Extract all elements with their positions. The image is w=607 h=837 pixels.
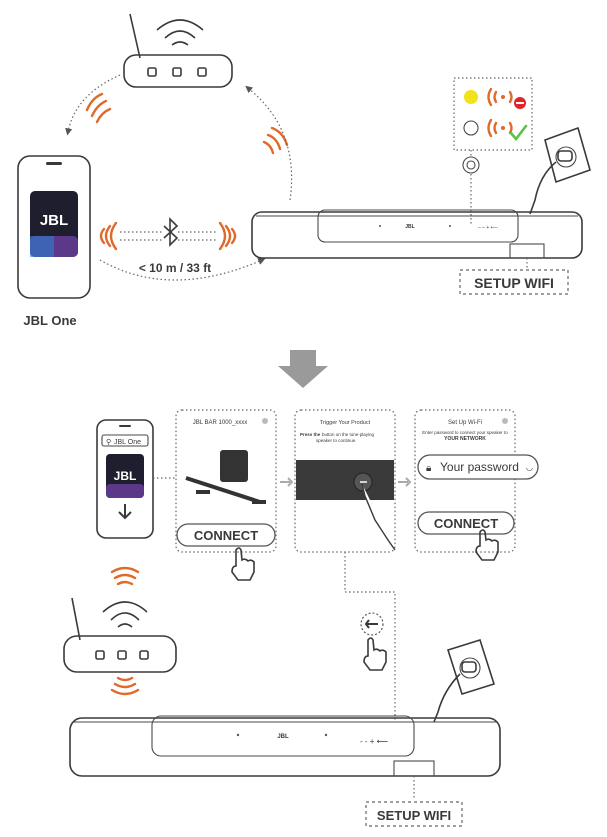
- step-arrow: [278, 350, 328, 388]
- router-icon: [63, 566, 177, 696]
- svg-text:JBL BAR 1000_xxxx: JBL BAR 1000_xxxx: [193, 420, 247, 426]
- lock-icon: 🔒︎: [426, 463, 431, 474]
- svg-text:JBL: JBL: [277, 734, 289, 740]
- distance-label: < 10 m / 33 ft: [139, 261, 211, 275]
- download-arrow-icon: [118, 504, 132, 520]
- connection-arc: [65, 74, 121, 136]
- svg-text:JBL: JBL: [114, 469, 137, 483]
- power-plug-icon: [433, 638, 496, 723]
- svg-text:Set Up Wi-Fi: Set Up Wi-Fi: [448, 420, 482, 426]
- step-card-2: Trigger Your Product Press the button on…: [294, 409, 396, 553]
- connection-arc: [245, 85, 293, 201]
- signal-waves-icon: [85, 92, 289, 155]
- svg-text:YOUR NETWORK: YOUR NETWORK: [444, 436, 486, 442]
- svg-text:SETUP WIFI: SETUP WIFI: [377, 808, 451, 823]
- power-plug-icon: [529, 126, 591, 215]
- svg-text:SETUP WIFI: SETUP WIFI: [474, 275, 554, 291]
- bluetooth-icon: [163, 217, 179, 247]
- search-icon: ⚲: [106, 439, 111, 446]
- app-label: JBL One: [23, 313, 76, 328]
- svg-text:button on the tone-playing: button on the tone-playing: [322, 432, 375, 437]
- hand-pointer-icon: [231, 547, 255, 581]
- phone-search: ⚲ JBL One JBL: [96, 419, 154, 539]
- eye-icon: ◡: [526, 463, 533, 472]
- bar-logo: JBL: [405, 224, 414, 230]
- connection-arc: [99, 258, 266, 281]
- connect-button-2[interactable]: CONNECT: [434, 516, 498, 531]
- soundbar-top: JBL – – + ⟵: [251, 209, 583, 259]
- bluetooth-link: [99, 217, 237, 251]
- setup-wifi-label-top: SETUP WIFI: [459, 269, 569, 295]
- hand-pointer-icon: [363, 637, 387, 671]
- search-input: JBL One: [114, 439, 141, 446]
- soundbar-bottom: JBL - - + ⟵: [69, 715, 501, 777]
- svg-text:Trigger Your Product: Trigger Your Product: [320, 420, 371, 426]
- svg-text:- - + ⟵: - - + ⟵: [360, 737, 389, 746]
- router-icon: [123, 13, 233, 88]
- connect-button-1[interactable]: CONNECT: [194, 528, 258, 543]
- svg-text:– – + ⟵: – – + ⟵: [478, 225, 498, 231]
- step-card-1: JBL BAR 1000_xxxx CONNECT: [175, 409, 277, 581]
- svg-text:Enter password to connect your: Enter password to connect your speaker t…: [422, 430, 508, 435]
- hand-pointer-icon: [475, 529, 499, 561]
- svg-text:Press the: Press the: [300, 432, 321, 437]
- phone-device: JBL: [17, 155, 91, 299]
- status-indicator-box: [453, 77, 533, 151]
- step-card-3: Set Up Wi-Fi Enter password to connect y…: [414, 409, 539, 561]
- setup-wifi-label-bottom: SETUP WIFI: [365, 801, 463, 827]
- phone-logo: JBL: [40, 212, 68, 229]
- password-input[interactable]: Your password: [440, 460, 519, 474]
- check-icon: [509, 124, 528, 142]
- svg-text:speaker to continue.: speaker to continue.: [316, 438, 357, 443]
- connect-arrow-icon: [360, 612, 384, 636]
